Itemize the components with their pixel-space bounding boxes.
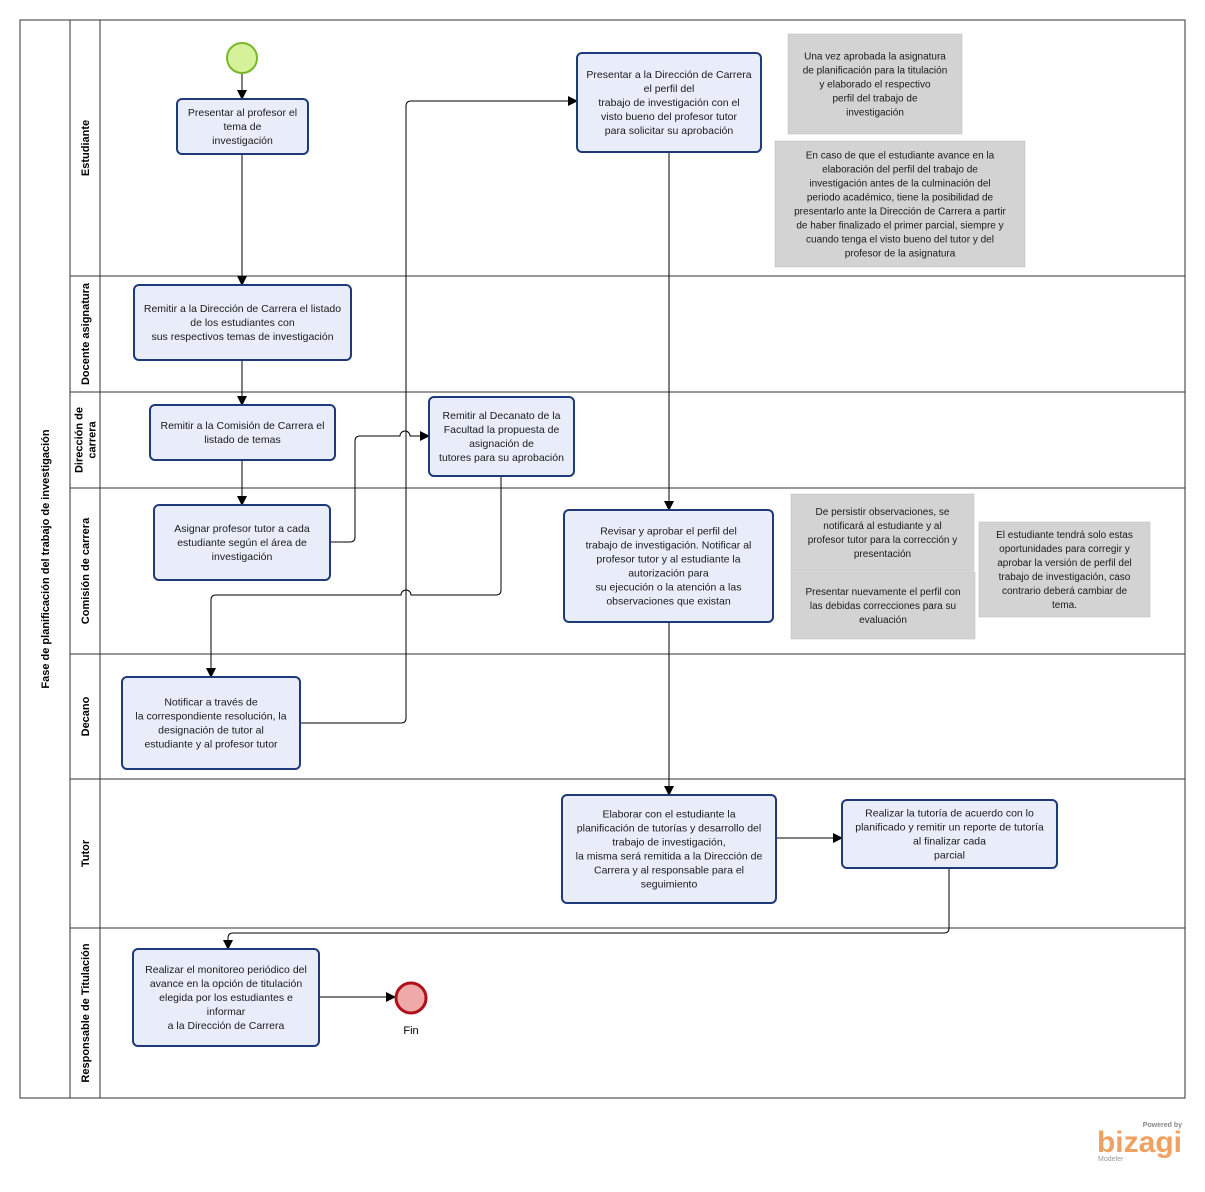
end-event[interactable]	[394, 981, 428, 1015]
task-t3[interactable]: Remitir a la Dirección de Carrera el lis…	[133, 284, 352, 361]
start-event[interactable]	[226, 42, 258, 74]
lane-label: Dirección decarrera	[74, 407, 99, 473]
bizagi-wordmark: bizagi	[1097, 1126, 1182, 1159]
note-text: En caso de que el estudiante avance en l…	[794, 151, 1006, 260]
flow-t10-to-t11	[223, 868, 950, 950]
lane-label: Decano	[80, 696, 92, 736]
flow-t8-to-t2	[300, 96, 578, 724]
lane-label: Responsable de Titulación	[80, 943, 92, 1082]
pool-title-text: Fase de planificación del trabajo de inv…	[40, 429, 52, 688]
lane-label: Docente asignatura	[80, 282, 92, 385]
sequence-flows	[206, 74, 950, 1002]
task-text: Remitir a la Dirección de Carrera el lis…	[144, 303, 341, 343]
bizagi-logo: Powered by bizagi Modeler	[1097, 1122, 1182, 1163]
lane-label: Tutor	[80, 839, 92, 867]
lane-label: Estudiante	[80, 120, 92, 176]
lane-label: Comisión de carrera	[80, 517, 92, 624]
pool-title: Fase de planificación del trabajo de inv…	[40, 429, 52, 688]
note-n2: En caso de que el estudiante avance en l…	[774, 140, 1026, 268]
modeler-label: Modeler	[1098, 1156, 1124, 1163]
powered-by-label: Powered by	[1143, 1122, 1182, 1129]
end-event-label: Fin	[403, 1025, 418, 1037]
